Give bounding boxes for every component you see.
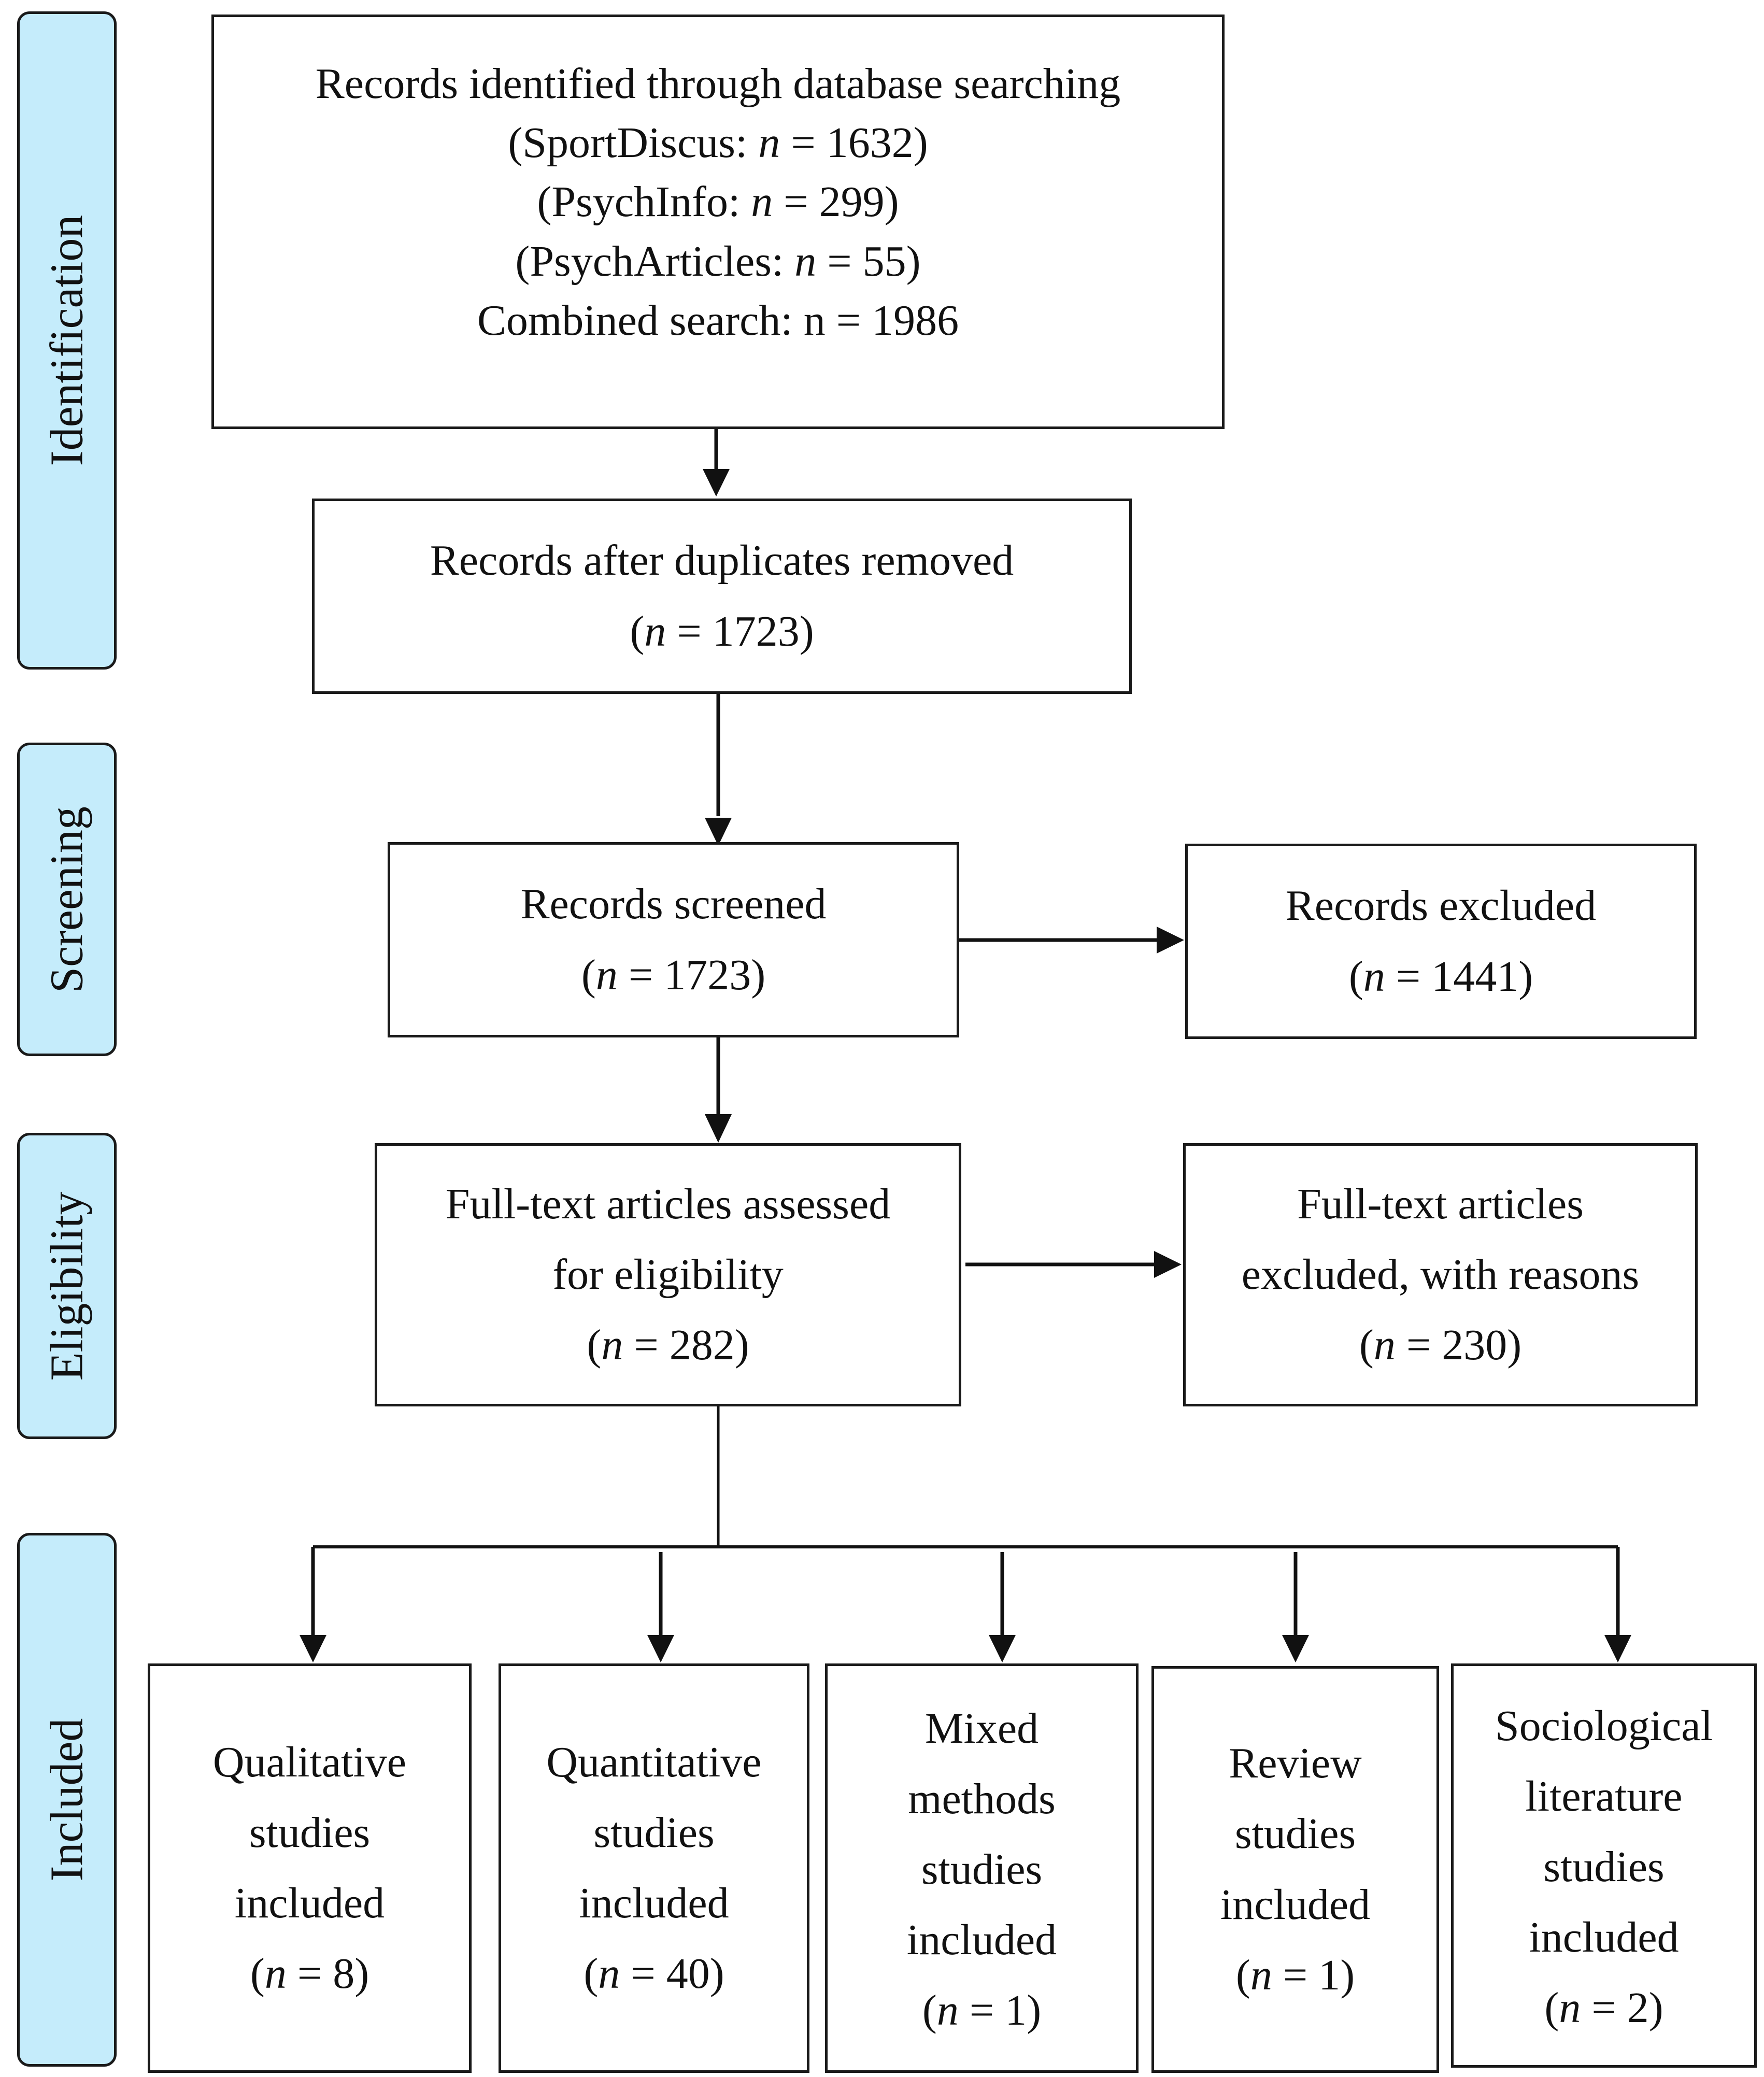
phase-eligibility: Eligibility <box>17 1133 117 1439</box>
mixed-line-2: methods <box>908 1774 1056 1823</box>
fulltext-excluded-line-2: excluded, with reasons <box>1241 1250 1640 1299</box>
review-line-1: Review <box>1229 1739 1362 1788</box>
qualitative-line-3: included <box>234 1879 385 1927</box>
excluded-count: (n = 1441) <box>1348 952 1533 1001</box>
box-review-included: Review studies included (n = 1) <box>1151 1666 1439 2073</box>
identified-title: Records identified through database sear… <box>315 60 1121 108</box>
fulltext-excluded-line-1: Full-text articles <box>1297 1179 1584 1228</box>
box-records-identified: Records identified through database sear… <box>211 15 1225 429</box>
arrowhead-sociological <box>1604 1635 1631 1662</box>
quantitative-line-2: studies <box>593 1808 715 1857</box>
fulltext-line-2: for eligibility <box>552 1250 784 1299</box>
arrowhead-excluded <box>1157 927 1184 954</box>
box-records-excluded: Records excluded (n = 1441) <box>1185 844 1697 1039</box>
arrowhead-fulltext <box>705 1114 732 1143</box>
arrowhead-qualitative <box>300 1635 326 1662</box>
box-fulltext-excluded: Full-text articles excluded, with reason… <box>1183 1143 1698 1406</box>
mixed-line-1: Mixed <box>924 1704 1039 1753</box>
arrowhead-quantitative <box>647 1635 674 1662</box>
screened-label: Records screened <box>520 880 827 929</box>
box-mixed-methods-included: Mixed methods studies included (n = 1) <box>825 1663 1139 2073</box>
quantitative-line-1: Quantitative <box>546 1738 762 1786</box>
qualitative-line-2: studies <box>249 1808 371 1857</box>
review-line-2: studies <box>1234 1810 1356 1858</box>
box-quantitative-included: Quantitative studies included (n = 40) <box>499 1663 809 2073</box>
sociological-line-1: Sociological <box>1495 1701 1713 1750</box>
sociological-line-3: studies <box>1543 1842 1665 1891</box>
qualitative-line-1: Qualitative <box>212 1738 407 1786</box>
quantitative-count: (n = 40) <box>584 1950 724 1998</box>
dedup-label: Records after duplicates removed <box>430 536 1014 585</box>
dedup-count: (n = 1723) <box>630 607 814 656</box>
phase-identification: Identification <box>17 11 117 670</box>
identified-source-1: (SportDiscus: n = 1632) <box>508 119 928 167</box>
identified-source-3: (PsychArticles: n = 55) <box>515 237 921 286</box>
box-sociological-included: Sociological literature studies included… <box>1451 1663 1757 2068</box>
mixed-line-4: included <box>906 1916 1057 1965</box>
screened-count: (n = 1723) <box>581 950 766 999</box>
fulltext-line-1: Full-text articles assessed <box>445 1179 891 1228</box>
excluded-label: Records excluded <box>1285 881 1597 930</box>
sociological-line-4: included <box>1529 1913 1679 1962</box>
arrowhead-dedup <box>703 469 730 496</box>
mixed-line-3: studies <box>921 1845 1043 1894</box>
fulltext-count: (n = 282) <box>587 1321 749 1370</box>
phase-screening: Screening <box>17 743 117 1056</box>
identified-source-2: (PsychInfo: n = 299) <box>537 178 899 226</box>
review-line-3: included <box>1220 1880 1371 1929</box>
box-records-screened: Records screened (n = 1723) <box>388 842 959 1037</box>
arrowhead-review <box>1282 1635 1309 1662</box>
quantitative-line-3: included <box>579 1879 729 1927</box>
mixed-count: (n = 1) <box>922 1986 1042 2035</box>
arrowhead-screened <box>705 818 732 846</box>
fulltext-excluded-count: (n = 230) <box>1359 1321 1522 1370</box>
identified-combined: Combined search: n = 1986 <box>477 296 959 345</box>
sociological-line-2: literature <box>1525 1772 1683 1820</box>
qualitative-count: (n = 8) <box>250 1950 369 1998</box>
arrowhead-mixed <box>989 1635 1016 1662</box>
arrowhead-fulltext-excluded <box>1154 1251 1182 1278</box>
review-count: (n = 1) <box>1235 1951 1355 1999</box>
box-duplicates-removed: Records after duplicates removed (n = 17… <box>312 499 1132 694</box>
box-fulltext-assessed: Full-text articles assessed for eligibil… <box>375 1143 961 1406</box>
box-qualitative-included: Qualitative studies included (n = 8) <box>148 1663 472 2073</box>
phase-included: Included <box>17 1533 117 2067</box>
sociological-count: (n = 2) <box>1544 1984 1663 2032</box>
